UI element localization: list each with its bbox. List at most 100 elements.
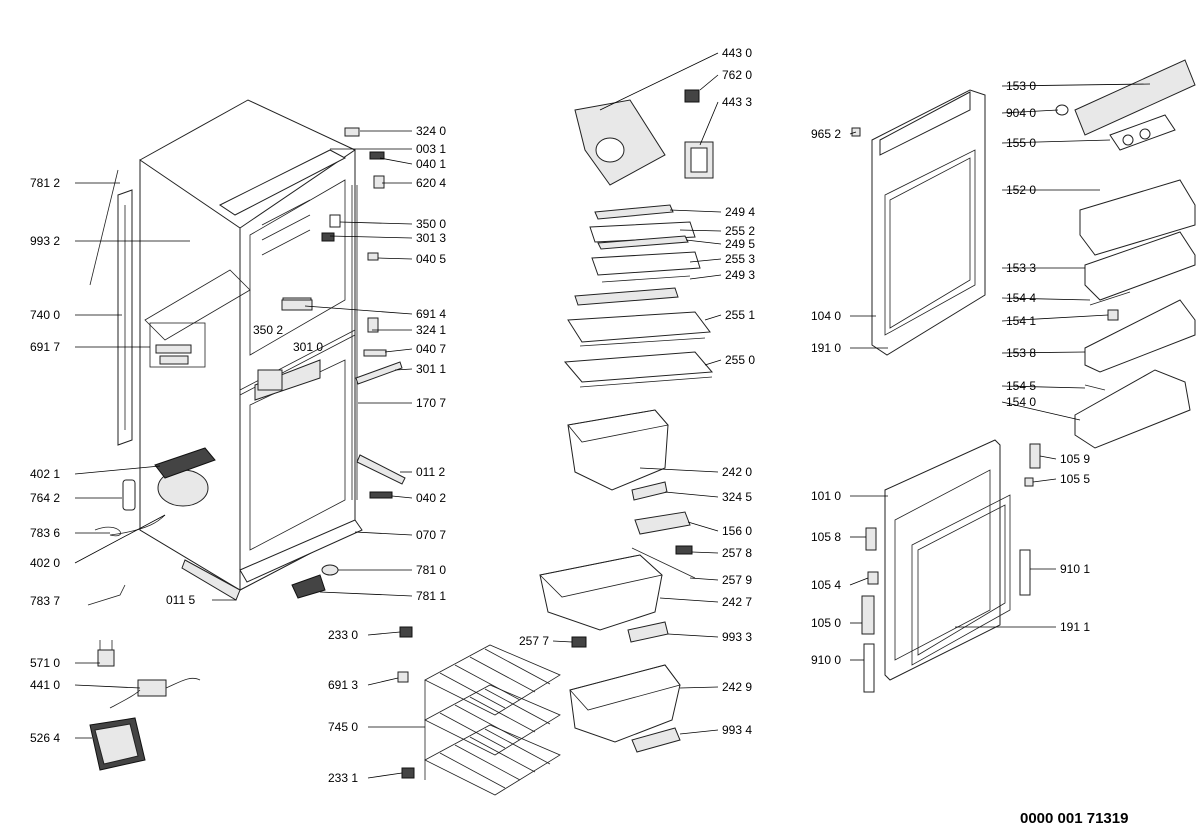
label-350-2: 350 2 <box>253 323 283 337</box>
label-191-0: 191 0 <box>811 341 841 355</box>
label-040-2: 040 2 <box>416 491 446 505</box>
label-040-5: 040 5 <box>416 252 446 266</box>
label-324-1: 324 1 <box>416 323 446 337</box>
label-441-0: 441 0 <box>30 678 60 692</box>
leader-line <box>599 52 719 111</box>
leader-line <box>1001 385 1086 389</box>
leader-lines <box>74 52 1151 779</box>
label-242-7: 242 7 <box>722 595 752 609</box>
label-691-4: 691 4 <box>416 307 446 321</box>
label-154-5: 154 5 <box>1006 379 1036 393</box>
leader-line <box>1039 455 1057 460</box>
leader-line <box>74 514 166 564</box>
leader-line <box>339 221 413 225</box>
label-040-1: 040 1 <box>416 157 446 171</box>
leader-line <box>377 257 413 260</box>
leader-line <box>1001 109 1059 114</box>
label-105-5: 105 5 <box>1060 472 1090 486</box>
leader-line <box>329 235 413 239</box>
leader-line <box>319 591 413 597</box>
label-153-3: 153 3 <box>1006 261 1036 275</box>
leader-line <box>354 531 413 536</box>
leader-line <box>679 729 719 735</box>
leader-line <box>1032 478 1057 483</box>
leader-line <box>689 258 722 263</box>
label-301-0: 301 0 <box>293 340 323 354</box>
label-242-9: 242 9 <box>722 680 752 694</box>
label-910-0: 910 0 <box>811 653 841 667</box>
label-745-0: 745 0 <box>328 720 358 734</box>
label-350-0: 350 0 <box>416 217 446 231</box>
document-number: 0000 001 71319 <box>1020 810 1128 827</box>
label-104-0: 104 0 <box>811 309 841 323</box>
leader-line <box>1001 297 1091 301</box>
label-233-0: 233 0 <box>328 628 358 642</box>
label-402-1: 402 1 <box>30 467 60 481</box>
label-249-3: 249 3 <box>725 268 755 282</box>
label-153-8: 153 8 <box>1006 346 1036 360</box>
label-255-0: 255 0 <box>725 353 755 367</box>
label-154-4: 154 4 <box>1006 291 1036 305</box>
leader-line <box>689 274 722 280</box>
doors-illustration <box>851 59 1196 693</box>
label-783-6: 783 6 <box>30 526 60 540</box>
label-993-3: 993 3 <box>722 630 752 644</box>
label-904-0: 904 0 <box>1006 106 1036 120</box>
leader-line <box>552 640 573 643</box>
leader-line <box>699 74 719 91</box>
label-257-9: 257 9 <box>722 573 752 587</box>
label-764-2: 764 2 <box>30 491 60 505</box>
leader-line <box>704 314 722 321</box>
leader-line <box>669 209 722 213</box>
label-691-3: 691 3 <box>328 678 358 692</box>
label-443-3: 443 3 <box>722 95 752 109</box>
label-101-0: 101 0 <box>811 489 841 503</box>
leader-line <box>74 465 161 475</box>
leader-line <box>689 577 719 581</box>
shelves-bins-illustration <box>397 89 714 796</box>
label-105-0: 105 0 <box>811 616 841 630</box>
part-labels: 324 0 003 1 040 1 620 4 781 2 993 2 350 … <box>30 46 1128 827</box>
label-443-0: 443 0 <box>722 46 752 60</box>
label-781-1: 781 1 <box>416 589 446 603</box>
leader-line <box>384 348 413 353</box>
label-965-2: 965 2 <box>811 127 841 141</box>
label-255-3: 255 3 <box>725 252 755 266</box>
label-170-7: 170 7 <box>416 396 446 410</box>
label-003-1: 003 1 <box>416 142 446 156</box>
label-156-0: 156 0 <box>722 524 752 538</box>
label-105-9: 105 9 <box>1060 452 1090 466</box>
label-255-2: 255 2 <box>725 224 755 238</box>
label-233-1: 233 1 <box>328 771 358 785</box>
label-993-2: 993 2 <box>30 234 60 248</box>
leader-line <box>1001 351 1086 354</box>
cabinet-illustration <box>87 99 406 771</box>
label-011-2: 011 2 <box>416 465 445 479</box>
leader-line <box>704 359 722 366</box>
leader-line <box>304 305 413 315</box>
label-324-5: 324 5 <box>722 490 752 504</box>
leader-line <box>1001 83 1151 87</box>
label-255-1: 255 1 <box>725 308 755 322</box>
label-105-4: 105 4 <box>811 578 841 592</box>
label-910-1: 910 1 <box>1060 562 1090 576</box>
leader-line <box>394 368 413 371</box>
label-762-0: 762 0 <box>722 68 752 82</box>
leader-line <box>367 631 401 636</box>
leader-line <box>391 495 413 499</box>
label-249-4: 249 4 <box>725 205 755 219</box>
leader-line <box>74 684 141 689</box>
label-324-0: 324 0 <box>416 124 446 138</box>
label-152-0: 152 0 <box>1006 183 1036 197</box>
leader-line <box>639 467 719 473</box>
label-781-2: 781 2 <box>30 176 60 190</box>
label-620-4: 620 4 <box>416 176 446 190</box>
leader-line <box>667 633 719 638</box>
label-526-4: 526 4 <box>30 731 60 745</box>
leader-line <box>1001 314 1109 322</box>
label-301-1: 301 1 <box>416 362 446 376</box>
label-105-8: 105 8 <box>811 530 841 544</box>
label-740-0: 740 0 <box>30 308 60 322</box>
